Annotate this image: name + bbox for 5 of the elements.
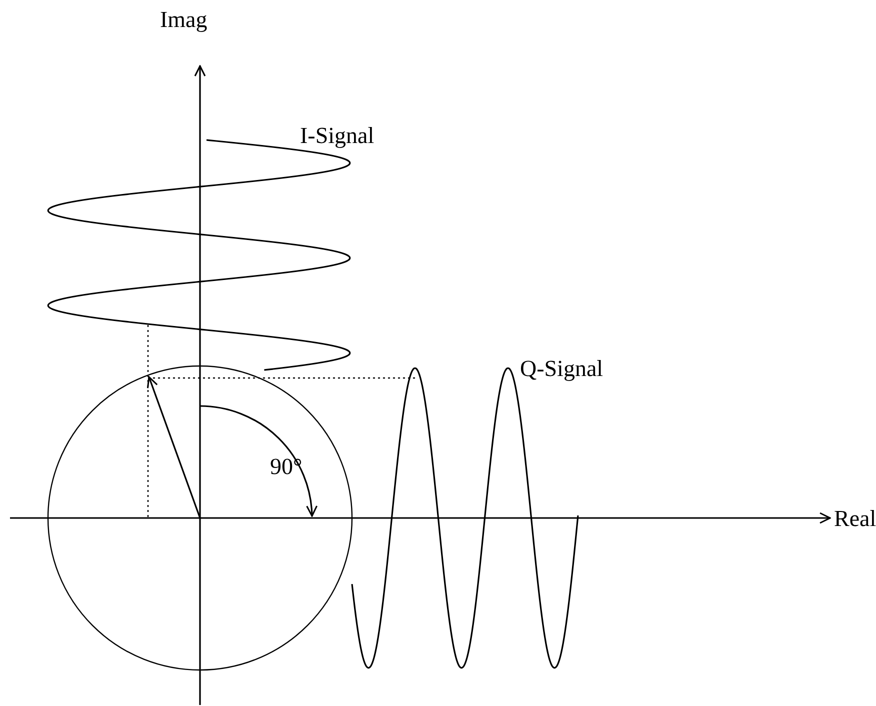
signal-label: Q-Signal <box>520 357 604 380</box>
signal-label: I-Signal <box>300 124 374 147</box>
axis-label: Real <box>834 507 876 530</box>
axis-label: Imag <box>160 8 208 31</box>
angle-label: 90° <box>270 455 302 478</box>
